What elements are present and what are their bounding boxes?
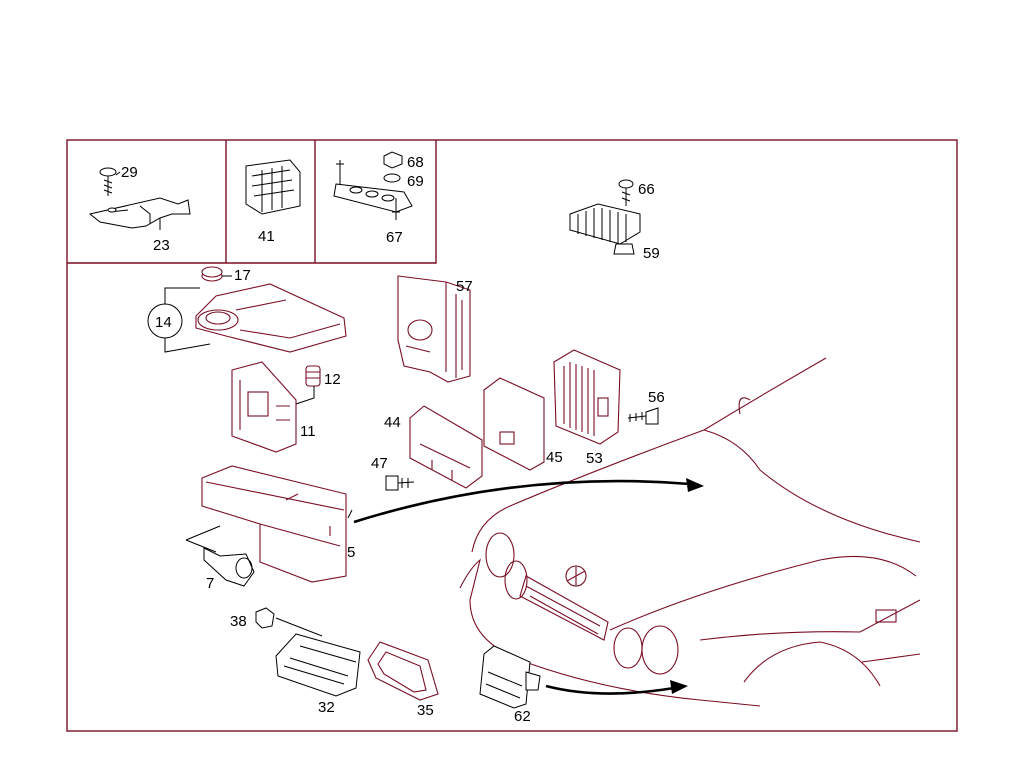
callout-14: 14: [155, 314, 172, 331]
callout-57: 57: [456, 278, 473, 295]
callout-23: 23: [153, 237, 170, 254]
part-14-cover[interactable]: [195, 283, 347, 353]
part-35-seal[interactable]: [367, 641, 439, 701]
callout-45: 45: [546, 449, 563, 466]
part-62-control-unit[interactable]: [479, 645, 541, 709]
part-32-housing[interactable]: [275, 633, 361, 697]
part-56-bolt[interactable]: [627, 407, 659, 425]
callout-38: 38: [230, 613, 247, 630]
callout-66: 66: [638, 181, 655, 198]
part-7-socket[interactable]: [203, 547, 255, 587]
arrow-to-engine: [353, 478, 704, 524]
callout-62: 62: [514, 708, 531, 725]
part-12-plug[interactable]: [305, 365, 321, 387]
part-17-grommet[interactable]: [201, 266, 223, 282]
part-29-screw[interactable]: [99, 167, 117, 196]
callout-59: 59: [643, 245, 660, 262]
outer-frame: [66, 139, 958, 732]
callout-35: 35: [417, 702, 434, 719]
callout-69: 69: [407, 173, 424, 190]
part-59-module[interactable]: [569, 203, 641, 255]
callout-7: 7: [206, 575, 214, 592]
callout-41: 41: [258, 228, 275, 245]
callout-53: 53: [586, 450, 603, 467]
part-41-grommet[interactable]: [245, 159, 301, 215]
callout-67: 67: [386, 229, 403, 246]
part-45-control-unit[interactable]: [483, 377, 545, 471]
leader-14: [164, 287, 211, 353]
leader-12: [295, 386, 315, 405]
callout-11: 11: [300, 423, 316, 440]
callout-56: 56: [648, 389, 665, 406]
callout-32: 32: [318, 699, 335, 716]
callout-17: 17: [234, 267, 251, 284]
part-11-relay-board[interactable]: [231, 361, 297, 453]
callout-12: 12: [324, 371, 341, 388]
part-47-bolt[interactable]: [385, 475, 415, 491]
arrow-to-front: [545, 680, 688, 695]
callout-44: 44: [384, 414, 401, 431]
part-68-nut[interactable]: [383, 151, 403, 169]
part-57-bracket[interactable]: [397, 275, 471, 383]
callout-68: 68: [407, 154, 424, 171]
callout-29: 29: [121, 164, 138, 181]
part-53-control-unit[interactable]: [553, 349, 621, 445]
leader-38: [275, 617, 323, 637]
car-front-outline: [459, 357, 921, 707]
part-38-nut[interactable]: [255, 607, 275, 629]
leader-29: [115, 171, 121, 176]
inset-frames: [67, 140, 437, 264]
callout-47: 47: [371, 455, 388, 472]
part-5-fuse-box[interactable]: [201, 465, 353, 583]
callout-5: 5: [347, 544, 355, 561]
part-66-screw[interactable]: [618, 179, 634, 206]
part-23-bracket[interactable]: [88, 197, 191, 230]
part-44-module[interactable]: [409, 405, 483, 489]
part-69-washer[interactable]: [383, 173, 401, 183]
leader-7: [185, 525, 221, 553]
part-67-plate[interactable]: [333, 160, 413, 220]
